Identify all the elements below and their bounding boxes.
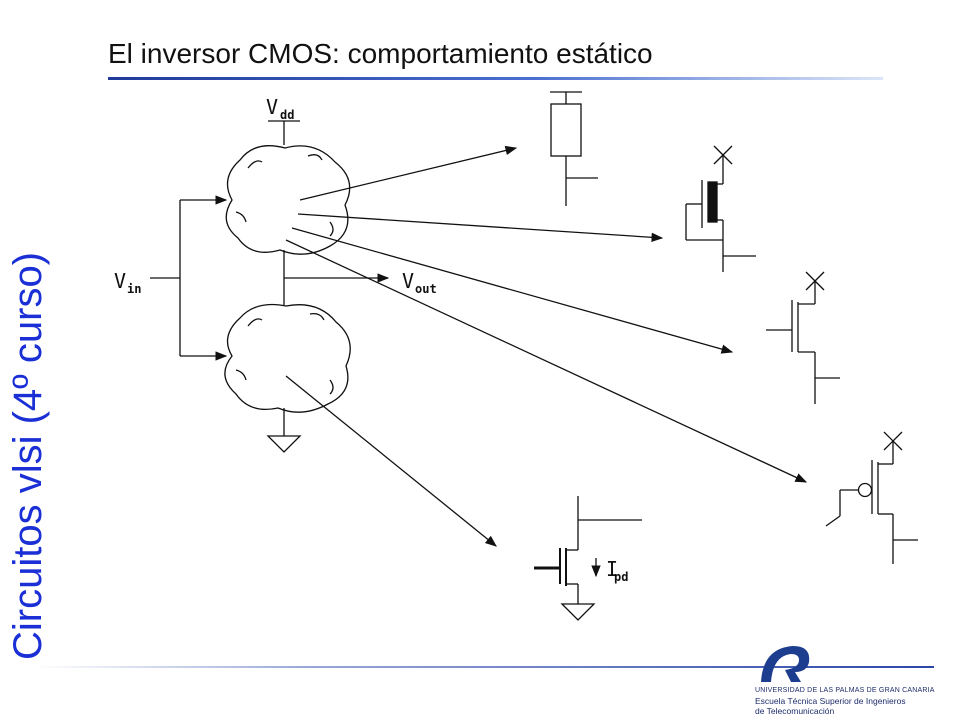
pmos-load: [825, 431, 918, 564]
ipd-label: I: [606, 557, 618, 581]
logo-school-name: Escuela Técnica Superior de Ingenieros: [755, 696, 906, 706]
slide-title: El inversor CMOS: comportamiento estátic…: [108, 38, 653, 69]
logo-school-name-2: de Telecomunicación: [755, 706, 835, 716]
arrow-pulldown: [285, 375, 497, 547]
vdd-label: V: [266, 95, 278, 119]
vdd-subscript: dd: [280, 108, 294, 122]
vout-subscript: out: [415, 282, 437, 296]
vin-label: V: [114, 269, 126, 293]
nmos-pulldown: [534, 496, 642, 621]
footer-rule: [36, 666, 934, 668]
vout-label: V: [402, 269, 414, 293]
resistor-load: [550, 91, 598, 206]
pull-up-network: [225, 145, 351, 255]
arrow-pmos: [285, 239, 808, 483]
ground-symbol: [266, 435, 302, 453]
depletion-load: [685, 145, 756, 272]
pull-down-network: [224, 303, 351, 413]
arrow-enhancement: [291, 227, 734, 354]
logo-university-name: UNIVERSIDAD DE LAS PALMAS DE GRAN CANARI…: [755, 687, 935, 694]
vin-subscript: in: [127, 282, 141, 296]
arrow-resistor: [299, 145, 518, 201]
arrow-depletion: [297, 213, 664, 242]
title-underline: [108, 77, 883, 80]
university-logo: UNIVERSIDAD DE LAS PALMAS DE GRAN CANARI…: [755, 642, 945, 718]
ulpgc-logo-icon: [761, 646, 810, 682]
enhancement-load: [766, 271, 840, 404]
ipd-subscript: pd: [614, 570, 628, 584]
